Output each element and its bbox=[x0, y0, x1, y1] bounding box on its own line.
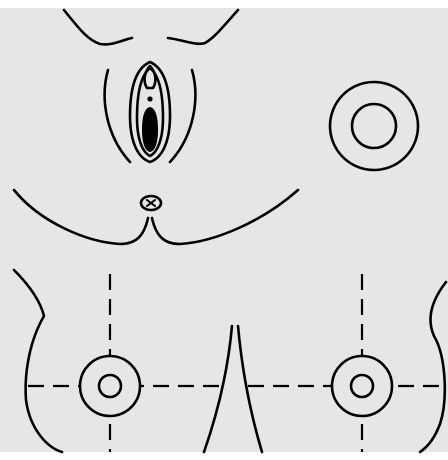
left-areola-circle bbox=[80, 356, 140, 416]
vaginal-opening bbox=[142, 107, 158, 152]
left-groin-crease bbox=[105, 70, 130, 162]
areola-outer-circle bbox=[330, 82, 418, 170]
right-areola-circle bbox=[332, 356, 392, 416]
left-breast-outer-contour bbox=[14, 270, 62, 452]
urethral-opening-marker bbox=[147, 96, 152, 101]
anus-star-marker bbox=[147, 200, 155, 206]
areola-detail bbox=[330, 82, 418, 170]
left-buttock-outline bbox=[14, 190, 148, 244]
nipple-inner-circle bbox=[352, 104, 396, 148]
left-thigh-outline bbox=[64, 10, 132, 44]
right-thigh-outline bbox=[168, 10, 238, 44]
right-breast-outer-contour bbox=[420, 282, 446, 452]
right-breast-inner-contour bbox=[238, 326, 262, 452]
vulva-diagram bbox=[14, 10, 298, 244]
right-buttock-outline bbox=[152, 190, 298, 244]
right-groin-crease bbox=[170, 70, 195, 162]
left-breast-inner-contour bbox=[204, 326, 232, 452]
right-breast-diagram bbox=[238, 274, 446, 452]
left-breast-diagram bbox=[14, 270, 232, 452]
